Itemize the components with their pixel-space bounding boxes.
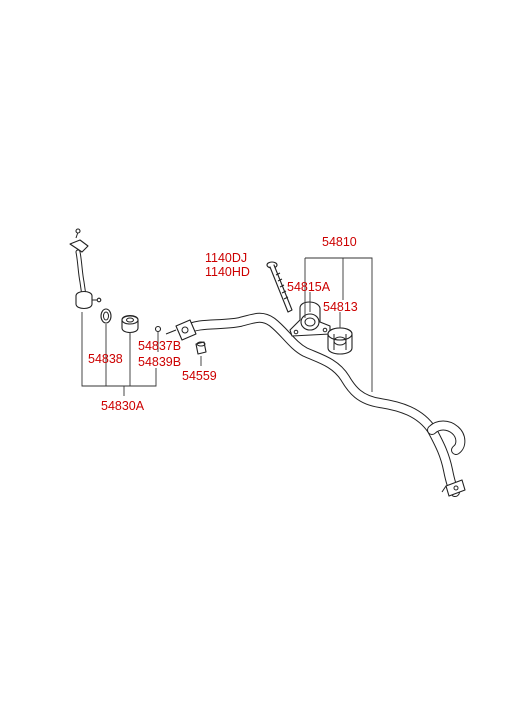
bushing-54837B <box>121 314 139 334</box>
label-54830A: 54830A <box>101 399 145 413</box>
label-54813: 54813 <box>323 300 358 314</box>
stabilizer-link <box>69 228 102 310</box>
label-54839B: 54839B <box>138 355 181 369</box>
label-1140DJ: 1140DJ <box>205 251 247 265</box>
label-54838: 54838 <box>88 352 123 366</box>
label-54815A: 54815A <box>287 280 331 294</box>
label-54810: 54810 <box>322 235 357 249</box>
part-labels: 54810 1140DJ 1140HD 54815A 54813 54838 5… <box>88 235 358 413</box>
label-54837B: 54837B <box>138 339 181 353</box>
bushing-clamp-54815A <box>289 301 331 337</box>
label-54559: 54559 <box>182 369 217 383</box>
bolt-1140 <box>266 261 293 313</box>
nut-54839B <box>154 325 162 333</box>
snap-ring-54838 <box>100 308 112 324</box>
nut-54559 <box>195 341 207 355</box>
washer-icon <box>165 329 177 335</box>
bushing-54813 <box>327 327 353 355</box>
bar-left-end-eye <box>175 319 197 341</box>
label-1140HD: 1140HD <box>205 265 250 279</box>
leader-lines <box>81 257 373 396</box>
stabilizer-bar <box>180 312 466 497</box>
